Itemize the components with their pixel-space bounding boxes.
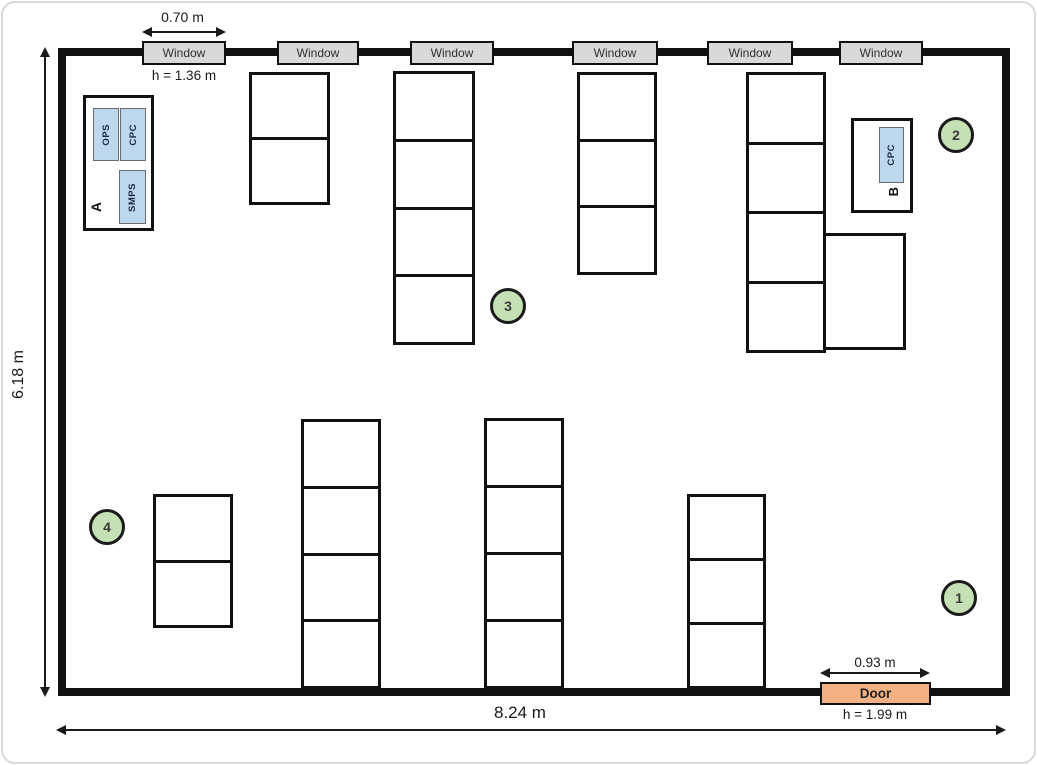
instrument-ops: OPS	[93, 108, 119, 161]
instrument-cpc-a-label: CPC	[127, 123, 139, 146]
desk-block-top-4	[746, 72, 826, 353]
desk-block-top-3	[577, 72, 657, 275]
marker-1: 1	[941, 580, 977, 616]
dim-arrowhead-icon	[820, 668, 830, 678]
instrument-cpc-a: CPC	[120, 108, 146, 161]
desk-block-bottom-3	[484, 418, 564, 689]
dim-arrowhead-icon	[40, 47, 50, 57]
desk-block-top-1	[249, 72, 330, 205]
instrument-ops-label: OPS	[100, 123, 112, 146]
station-a-label: A	[88, 202, 104, 213]
dim-arrowhead-icon	[40, 687, 50, 697]
window-3: Window	[410, 41, 494, 65]
dim-window-height-label: h = 1.36 m	[151, 68, 217, 83]
desk-block-bottom-2	[301, 419, 381, 689]
dim-arrowhead-icon	[56, 725, 66, 735]
marker-3: 3	[490, 288, 526, 324]
dim-room-height-label: 6.18 m	[10, 350, 27, 400]
instrument-cpc-b: CPC	[879, 127, 904, 183]
desk-block-top-2	[393, 71, 475, 345]
desk-block-bottom-1	[153, 494, 233, 628]
window-2: Window	[277, 41, 359, 65]
dim-window-width-label: 0.70 m	[161, 9, 204, 25]
dim-room-width-label: 8.24 m	[494, 703, 546, 722]
desk-block-bottom-4	[687, 494, 766, 689]
dim-door-width-line	[828, 672, 922, 674]
dim-room-width-line	[64, 729, 998, 731]
marker-4: 4	[89, 509, 125, 545]
station-a: OPS CPC SMPS A	[83, 95, 154, 231]
window-4: Window	[572, 41, 658, 65]
window-5: Window	[707, 41, 793, 65]
marker-2: 2	[938, 117, 974, 153]
instrument-smps: SMPS	[119, 170, 146, 224]
dim-arrowhead-icon	[142, 27, 152, 37]
instrument-smps-label: SMPS	[127, 182, 138, 212]
desk-block-top-5	[823, 233, 906, 350]
dim-window-width-line	[150, 31, 218, 33]
window-1: Window	[142, 41, 226, 65]
door: Door	[820, 682, 931, 705]
dim-arrowhead-icon	[996, 725, 1006, 735]
window-6: Window	[839, 41, 923, 65]
dim-door-width-label: 0.93 m	[854, 655, 896, 670]
dim-arrowhead-icon	[920, 668, 930, 678]
instrument-cpc-b-label: CPC	[886, 144, 897, 166]
station-b-label: B	[886, 187, 901, 197]
dim-room-height-line	[44, 54, 46, 691]
dim-arrowhead-icon	[216, 27, 226, 37]
station-b: CPC B	[851, 118, 913, 213]
dim-door-height-label: h = 1.99 m	[842, 707, 908, 722]
